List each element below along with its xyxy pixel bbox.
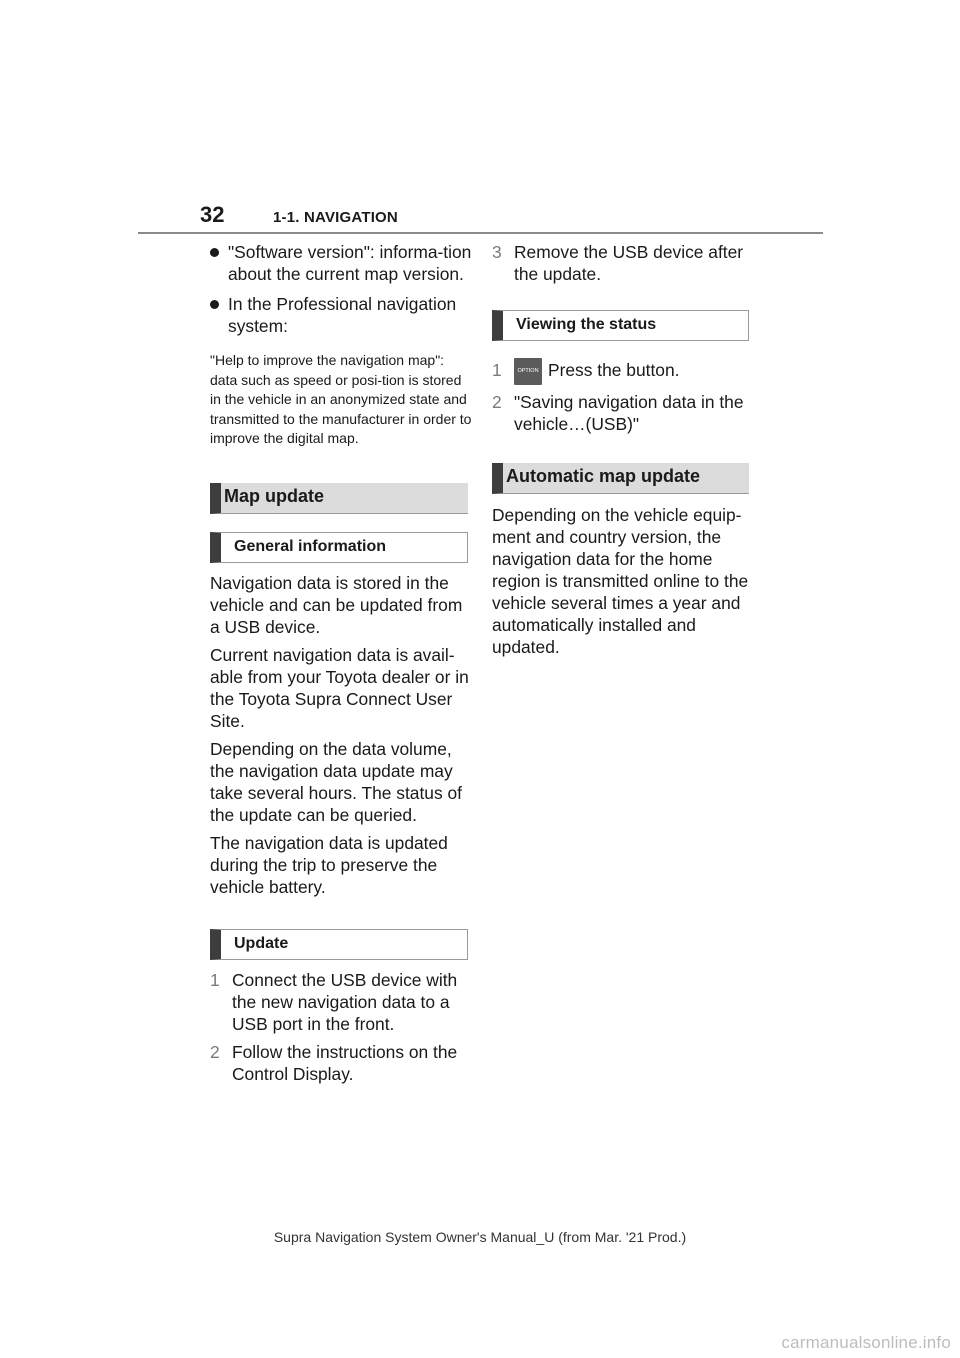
note-help-improve: "Help to improve the navigation map": da… bbox=[210, 352, 472, 447]
heading-map-update: Map update bbox=[210, 482, 468, 514]
heading-viewing-status: Viewing the status bbox=[492, 310, 749, 341]
update-step-2: 2 Follow the instructions on the Control… bbox=[210, 1041, 472, 1085]
update-step-3: 3 Remove the USB device after the update… bbox=[492, 241, 754, 285]
step-text: "Saving navigation data in the vehicle…(… bbox=[514, 391, 744, 434]
bullet-dot-icon bbox=[210, 248, 219, 257]
paragraph-battery: The navigation data is updated during th… bbox=[210, 832, 448, 897]
update-step-1: 1 Connect the USB device with the new na… bbox=[210, 969, 472, 1035]
running-header: 1-1. NAVIGATION bbox=[273, 209, 398, 226]
bullet-text: In the Professional navigation system: bbox=[228, 294, 457, 336]
status-step-2: 2 "Saving navigation data in the vehicle… bbox=[492, 391, 754, 435]
status-step-1: 1 OPTION Press the button. bbox=[492, 357, 754, 385]
right-column: 3 Remove the USB device after the update… bbox=[492, 241, 754, 664]
step-number: 1 bbox=[492, 360, 502, 380]
bullet-dot-icon bbox=[210, 300, 219, 309]
watermark: carmanualsonline.info bbox=[781, 1333, 951, 1352]
bullet-software-version: "Software version": informa-tion about t… bbox=[210, 241, 472, 285]
step-number: 2 bbox=[210, 1041, 220, 1062]
paragraph-availability: Current navigation data is avail-able fr… bbox=[210, 644, 469, 731]
step-text: Press the button. bbox=[548, 360, 680, 380]
page-number: 32 bbox=[200, 202, 225, 227]
step-number: 3 bbox=[492, 242, 502, 262]
step-text: Remove the USB device after the update. bbox=[514, 242, 744, 284]
heading-automatic-map-update: Automatic map update bbox=[492, 462, 749, 494]
bullet-professional-nav: In the Professional navigation system: bbox=[210, 293, 472, 337]
paragraph-automatic-update: Depending on the vehicle equip-ment and … bbox=[492, 504, 749, 657]
bullet-text: "Software version": informa-tion about t… bbox=[228, 242, 472, 284]
step-text: Follow the instructions on the Control D… bbox=[232, 1041, 458, 1084]
heading-update: Update bbox=[210, 928, 468, 960]
step-number: 2 bbox=[492, 391, 502, 412]
left-column: "Software version": informa-tion about t… bbox=[210, 241, 472, 1091]
paragraph-storage: Navigation data is stored in the vehicle… bbox=[210, 572, 463, 637]
step-number: 1 bbox=[210, 969, 220, 990]
step-text: Connect the USB device with the new navi… bbox=[232, 969, 458, 1034]
option-button-icon: OPTION bbox=[514, 357, 542, 385]
header-rule bbox=[138, 232, 823, 234]
footer-manual-title: Supra Navigation System Owner's Manual_U… bbox=[273, 1229, 687, 1245]
heading-general-information: General information bbox=[210, 531, 468, 563]
paragraph-duration: Depending on the data volume, the naviga… bbox=[210, 738, 462, 825]
